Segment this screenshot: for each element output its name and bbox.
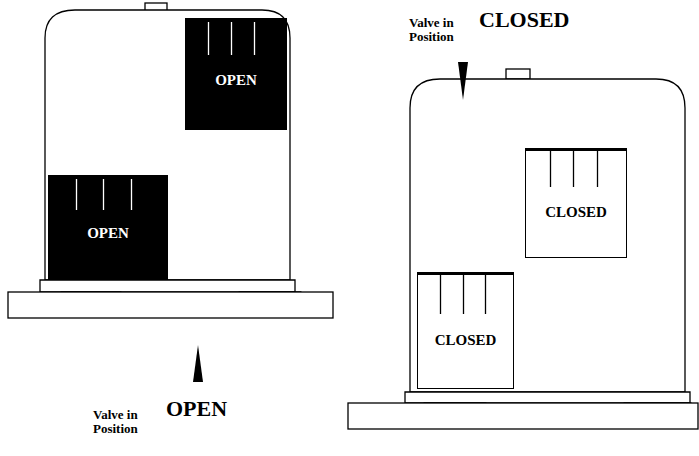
window-label: CLOSED bbox=[526, 204, 626, 221]
state-word: OPEN bbox=[166, 397, 227, 421]
indicator-window: CLOSED bbox=[417, 272, 514, 389]
cap-knob bbox=[506, 69, 530, 79]
indicator-window: OPEN bbox=[185, 18, 287, 130]
caption-text: Valve in Position bbox=[409, 16, 469, 45]
indicator-window: CLOSED bbox=[525, 148, 627, 258]
valve-body bbox=[45, 10, 290, 280]
indicator-window: OPEN bbox=[48, 175, 168, 280]
pointer-arrow bbox=[458, 62, 468, 100]
caption-text: Valve in Position bbox=[93, 408, 153, 437]
base-flange bbox=[8, 292, 333, 318]
window-label: CLOSED bbox=[418, 332, 513, 349]
base-flange bbox=[348, 403, 698, 429]
body-lip bbox=[40, 280, 295, 292]
pointer-arrow bbox=[193, 345, 203, 382]
window-label: OPEN bbox=[185, 72, 287, 89]
body-lip bbox=[405, 392, 690, 403]
state-word: CLOSED bbox=[479, 8, 569, 32]
valve-body bbox=[410, 79, 685, 392]
window-label: OPEN bbox=[48, 225, 168, 242]
